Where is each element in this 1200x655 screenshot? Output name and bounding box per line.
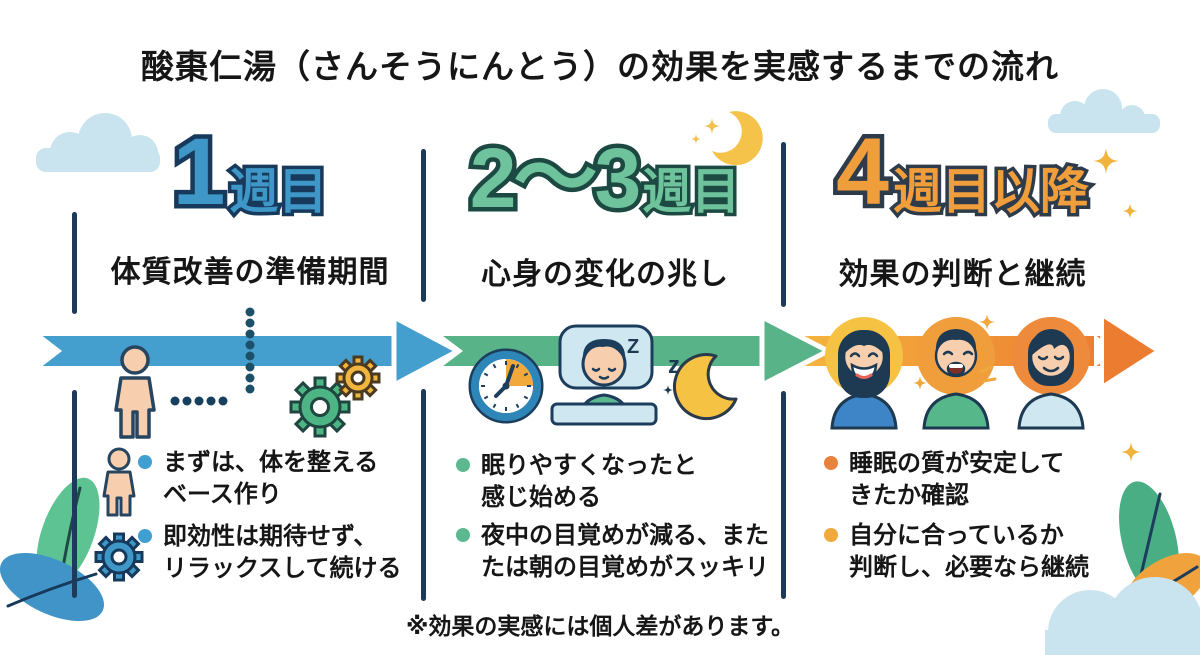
week4-bullet-2: 自分に合っているか 判断し、必要なら継続: [824, 520, 1089, 583]
cloud-bottom-right-icon: [1045, 577, 1200, 655]
smiling-woman-face-icon: [825, 317, 903, 430]
week4-unit: 週目以降: [893, 168, 1089, 218]
bullet-dot: [456, 458, 470, 472]
cloud-top-left-icon: [36, 113, 160, 172]
bullet-text: 眠りやすくなったと 感じ始める: [481, 452, 697, 511]
bullet-text: 夜中の目覚めが減る、また たは朝の目覚めがスッキリ: [481, 522, 769, 581]
gear-yellow-icon: [335, 355, 381, 401]
bullet-dot: [138, 455, 152, 469]
divider-col2-col3-bottom: [781, 391, 786, 599]
calm-person-face-icon: [1012, 317, 1090, 430]
bullet-dot: [456, 528, 470, 542]
week1-bullet-2: 即効性は期待せず、 リラックスして続ける: [138, 521, 402, 584]
bullet-dot: [824, 528, 838, 542]
gear-blue-icon: [94, 532, 144, 582]
divider-col1-col2-bottom: [421, 389, 426, 601]
dotted-horizontal-line: [170, 396, 228, 406]
bullet-dot: [824, 456, 838, 470]
sparkles-week4-icon: [913, 314, 997, 390]
smiling-man-face-icon: [917, 317, 995, 430]
week4-subtitle: 効果の判断と継続: [838, 258, 1087, 291]
week4-header: 4 週目以降: [770, 122, 1155, 221]
week1-subtitle: 体質改善の準備期間: [110, 256, 390, 289]
week1-header: 1 週目: [75, 120, 425, 221]
arrowhead-blue: [391, 314, 461, 388]
week2-number: 2〜3: [470, 136, 641, 220]
divider-col1-col2-top: [421, 149, 426, 302]
page-title: 酸棗仁湯（さんそうにんとう）の効果を実感するまでの流れ: [141, 48, 1059, 85]
footer-note: ※効果の実感には個人差があります。: [405, 613, 795, 639]
bullet-text: 自分に合っているか 判断し、必要なら継続: [849, 522, 1089, 581]
week2-header: 2〜3 週目: [425, 128, 785, 220]
bullet-dot: [138, 529, 152, 543]
clock-icon: [468, 348, 544, 424]
small-human-figure-icon: [102, 447, 136, 517]
divider-col2-col3-top: [781, 142, 786, 307]
bullet-text: 睡眠の質が安定して きたか確認: [849, 450, 1065, 509]
pillow-z-letter: Z: [627, 336, 639, 358]
week1-unit: 週目: [229, 168, 327, 218]
bullet-text: まずは、体を整える ベース作り: [163, 449, 379, 508]
week4-number: 4: [836, 125, 889, 221]
human-figure-icon: [114, 345, 156, 439]
week2-unit: 週目: [642, 168, 740, 218]
crescent-moon-icon: [673, 353, 738, 421]
week2-subtitle: 心身の変化の兆し: [481, 258, 729, 291]
week4-bullet-1: 睡眠の質が安定して きたか確認: [824, 448, 1064, 511]
week1-bullet-1: まずは、体を整える ベース作り: [138, 447, 378, 510]
header-sparkles-icon: [1093, 148, 1141, 462]
header-moon-icon: [691, 111, 763, 166]
bullet-text: 即効性は期待せず、 リラックスして続ける: [163, 523, 402, 582]
gear-green-icon: [289, 376, 351, 438]
divider-col1-left-top: [72, 212, 77, 314]
cloud-top-right-icon: [1048, 89, 1160, 133]
arrowhead-orange: [1100, 313, 1160, 389]
week2-bullet-2: 夜中の目覚めが減る、また たは朝の目覚めがスッキリ: [456, 520, 769, 583]
arrowhead-green: [759, 314, 831, 388]
week2-bullet-1: 眠りやすくなったと 感じ始める: [456, 450, 697, 513]
dotted-vertical-line: [245, 307, 255, 394]
week1-number: 1: [173, 125, 226, 221]
leaf-bottom-left-icon: [0, 477, 105, 622]
divider-col1-left-bottom: [72, 390, 77, 598]
sleeping-person-icon: Z z: [550, 324, 703, 426]
